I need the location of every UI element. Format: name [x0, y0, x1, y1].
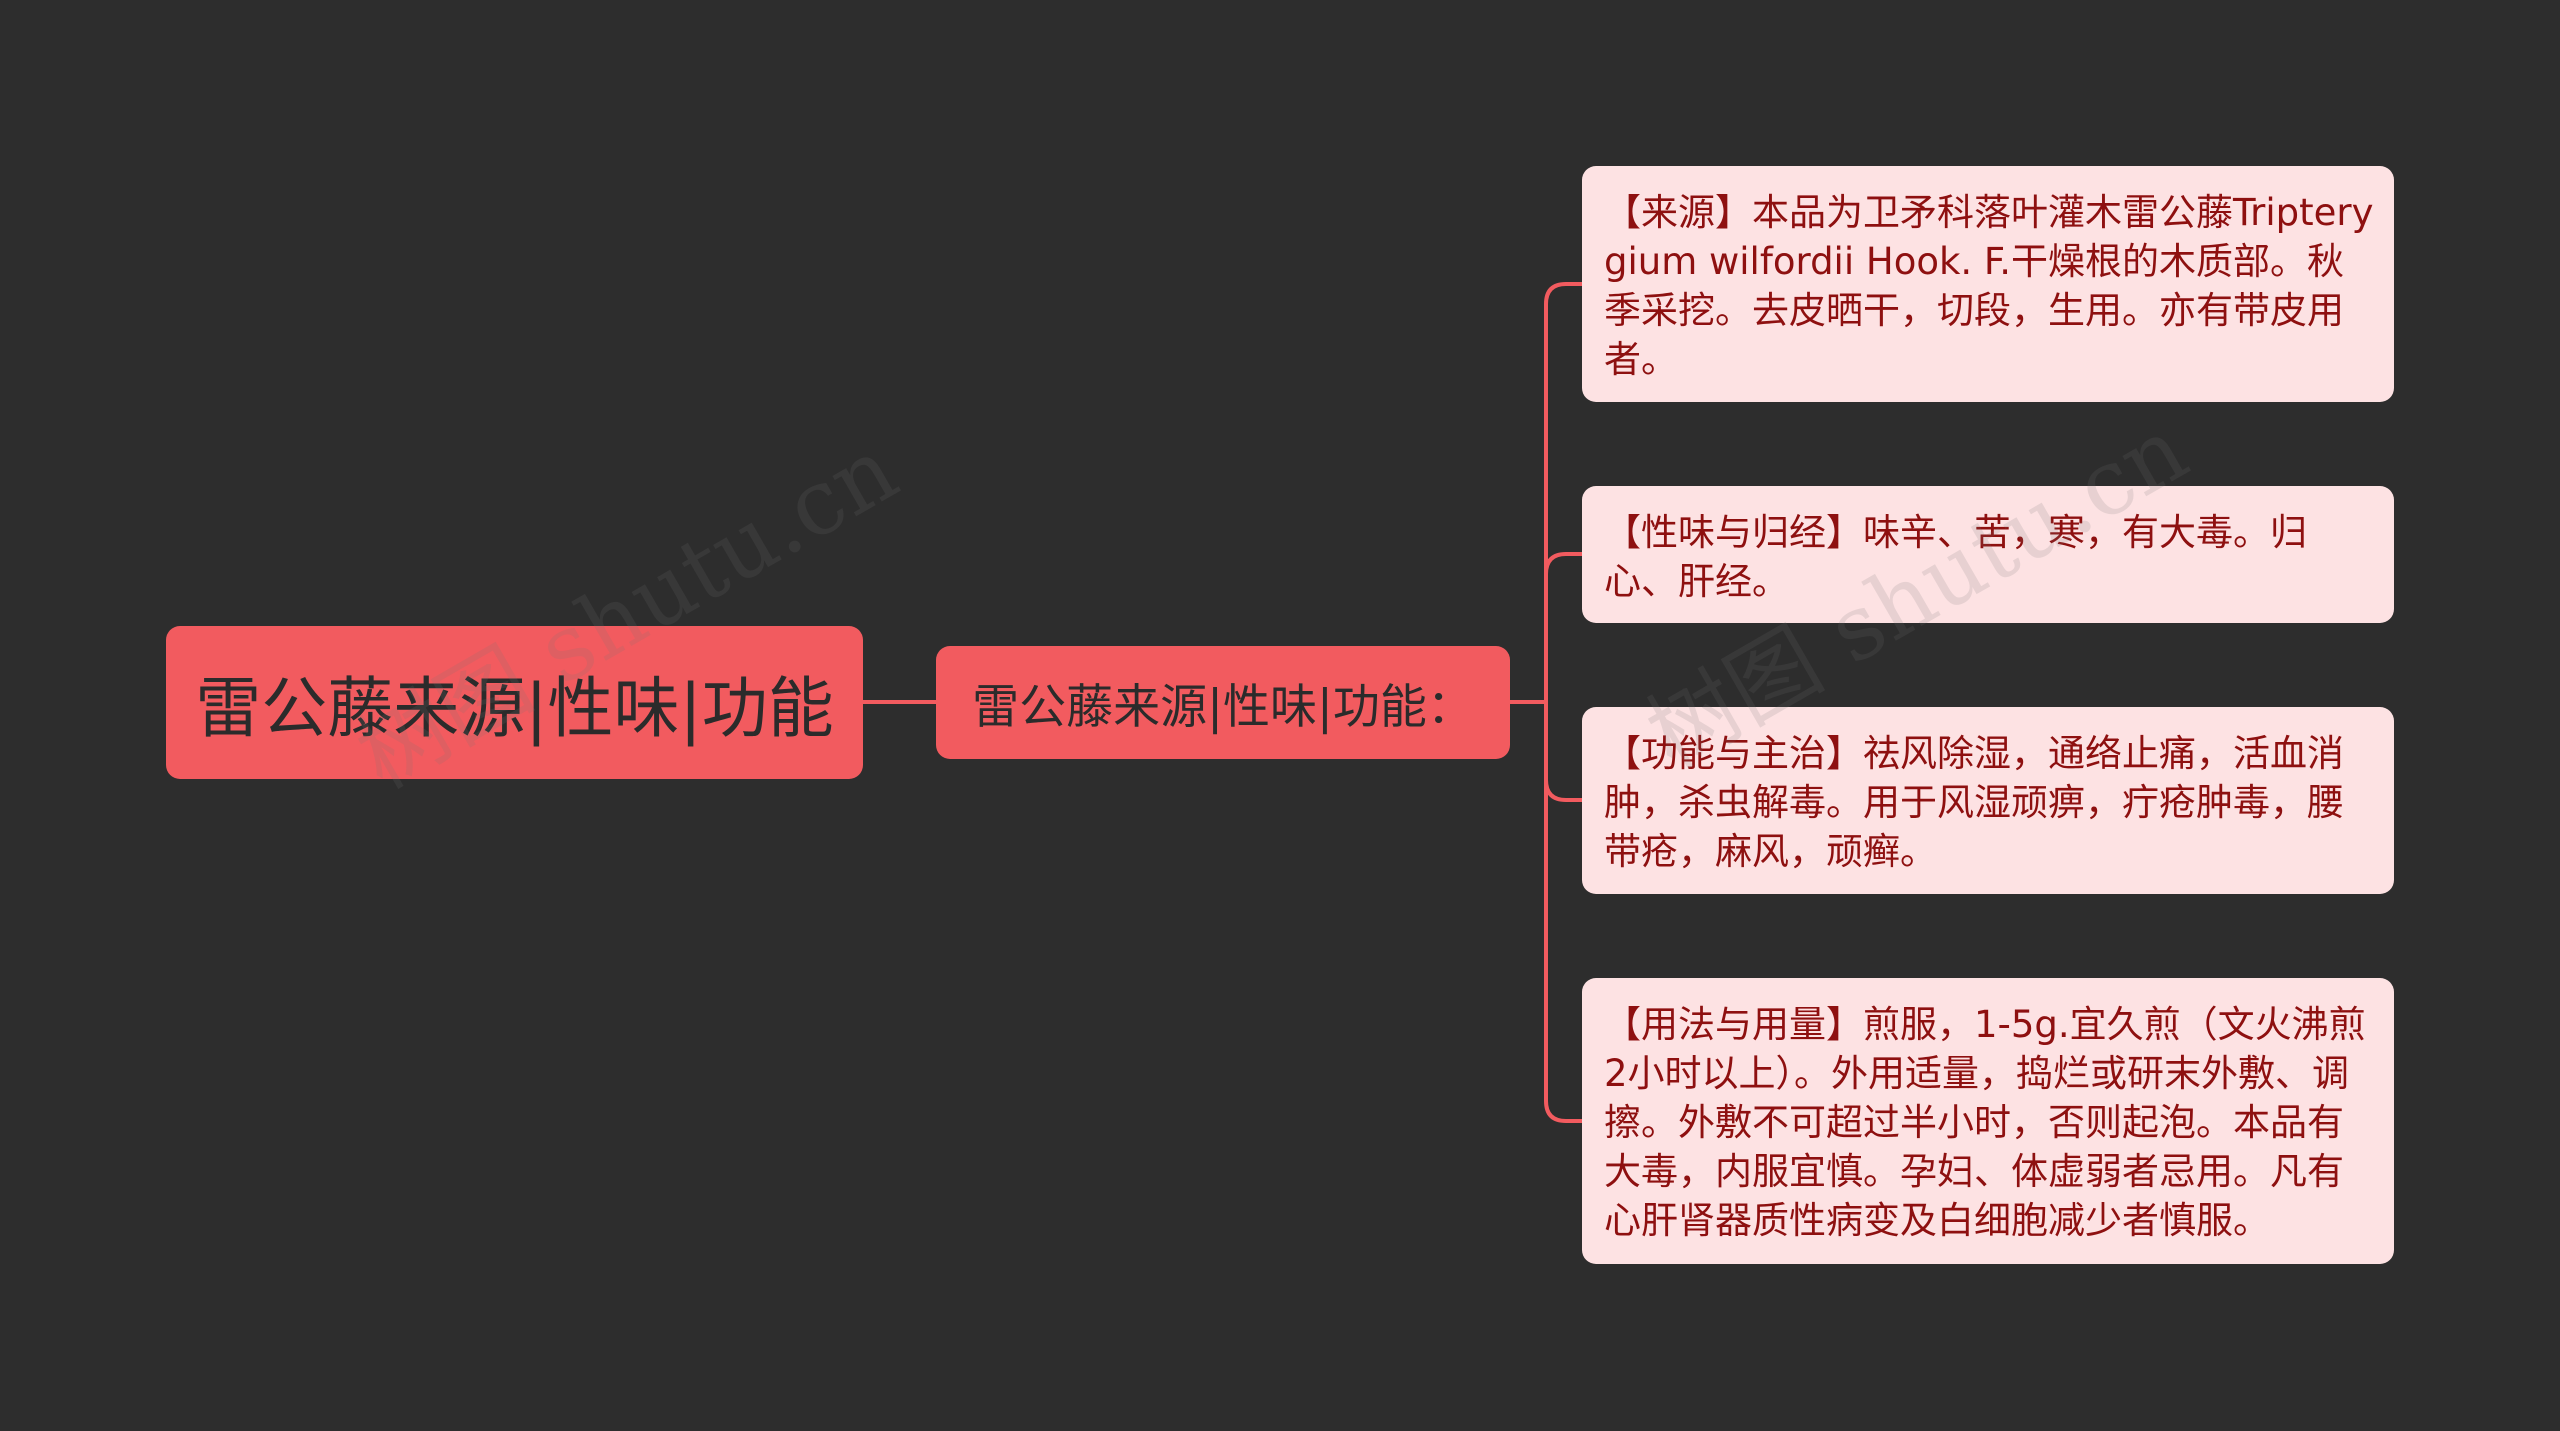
- branch-topic-label: 雷公藤来源|性味|功能：: [972, 680, 1474, 735]
- leaf-topic-dosage[interactable]: 【用法与用量】煎服，1-5g.宜久煎（文火沸煎2小时以上）。外用适量，捣烂或研末…: [1582, 978, 2394, 1264]
- leaf-topic-text: 【用法与用量】煎服，1-5g.宜久煎（文火沸煎2小时以上）。外用适量，捣烂或研末…: [1604, 1003, 2366, 1242]
- trunk-to-leaf-2-line: [1544, 552, 1582, 702]
- trunk-to-leaf-3-line: [1544, 702, 1582, 802]
- branch-topic[interactable]: 雷公藤来源|性味|功能：: [936, 646, 1510, 759]
- leaf-topic-function[interactable]: 【功能与主治】祛风除湿，通络止痛，活血消肿，杀虫解毒。用于风湿顽痹，疔疮肿毒，腰…: [1582, 707, 2394, 894]
- leaf-topic-nature-meridian[interactable]: 【性味与归经】味辛、苦，寒，有大毒。归心、肝经。: [1582, 486, 2394, 623]
- leaf-topic-text: 【性味与归经】味辛、苦，寒，有大毒。归心、肝经。: [1604, 511, 2307, 603]
- leaf-topic-text: 【功能与主治】祛风除湿，通络止痛，活血消肿，杀虫解毒。用于风湿顽痹，疔疮肿毒，腰…: [1604, 732, 2344, 873]
- leaf-topic-source[interactable]: 【来源】本品为卫矛科落叶灌木雷公藤Tripterygium wilfordii …: [1582, 166, 2394, 402]
- root-topic[interactable]: 雷公藤来源|性味|功能: [166, 626, 863, 779]
- root-topic-label: 雷公藤来源|性味|功能: [195, 669, 834, 747]
- trunk-to-leaf-4-line: [1544, 702, 1582, 1123]
- trunk-to-leaf-1-line: [1544, 282, 1582, 702]
- leaf-topic-text: 【来源】本品为卫矛科落叶灌木雷公藤Tripterygium wilfordii …: [1604, 191, 2374, 381]
